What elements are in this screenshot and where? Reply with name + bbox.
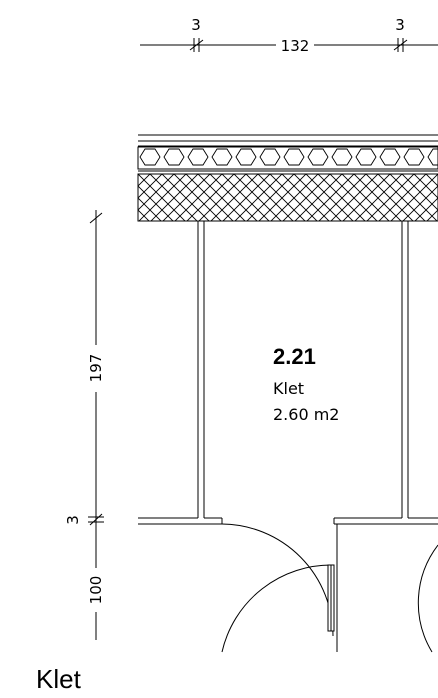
room-label: 2.21 Klet 2.60 m2 <box>273 344 339 424</box>
dim-left-height: 197 <box>87 354 105 383</box>
dim-top-opening: 132 <box>281 37 310 55</box>
room-area: 2.60 m2 <box>273 405 339 424</box>
left-dimension: 197 3 100 <box>64 210 105 640</box>
top-dimension: 3 132 3 <box>140 16 438 55</box>
image-caption: Klet <box>36 664 81 694</box>
room-walls <box>138 221 438 525</box>
door-swing <box>221 523 438 653</box>
room-number: 2.21 <box>273 344 316 369</box>
exterior-wall-section <box>137 134 438 222</box>
dim-left-door: 100 <box>87 576 105 605</box>
dim-top-right-wall: 3 <box>395 16 405 34</box>
dim-top-left-wall: 3 <box>191 16 201 34</box>
dim-left-wall: 3 <box>64 515 82 525</box>
room-name: Klet <box>273 379 304 398</box>
